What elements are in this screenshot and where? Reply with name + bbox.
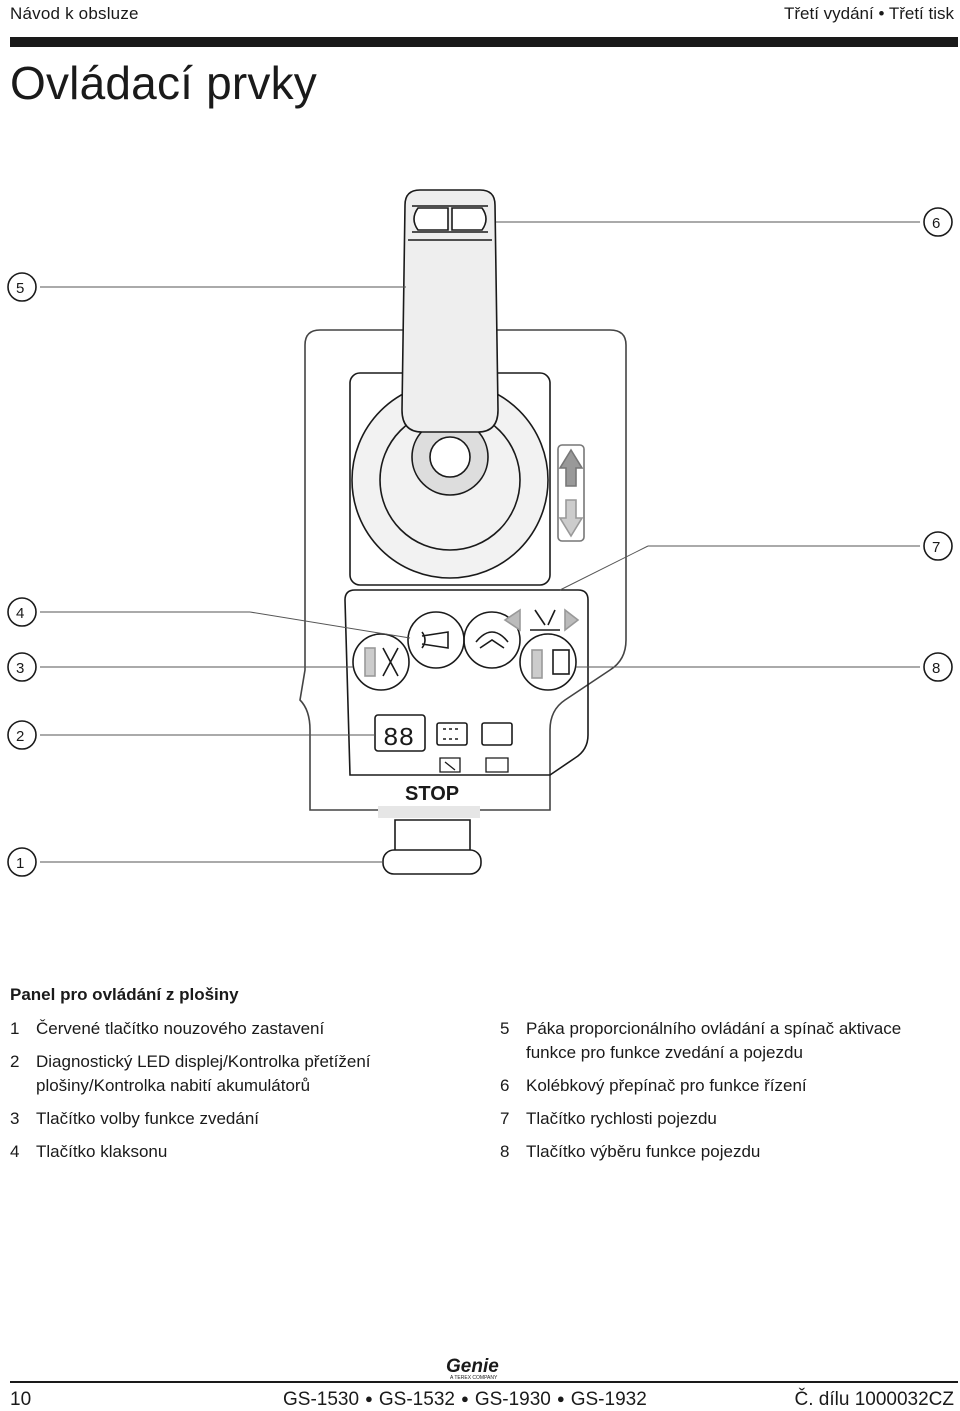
- callout-2: 2: [7, 720, 37, 750]
- callout-8: 8: [923, 652, 953, 682]
- svg-text:8: 8: [932, 660, 940, 677]
- drive-select-button: [519, 633, 577, 691]
- svg-text:7: 7: [932, 539, 940, 556]
- overload-indicator: [436, 722, 468, 746]
- header-left: Návod k obsluze: [10, 4, 139, 23]
- led-display: [374, 714, 426, 752]
- footer-rule: [10, 1381, 958, 1383]
- svg-text:3: 3: [16, 660, 24, 677]
- callout-5: 5: [7, 272, 37, 302]
- header-rule: [10, 37, 958, 47]
- panel-outline: [299, 329, 627, 811]
- figure-caption: Panel pro ovládání z plošiny: [10, 985, 239, 1004]
- page-title: Ovládací prvky: [10, 57, 318, 109]
- svg-text:2: 2: [16, 728, 24, 745]
- horn-button: [407, 611, 465, 669]
- svg-text:A TEREX COMPANY: A TEREX COMPANY: [450, 1375, 498, 1380]
- control-panel-figure: 88 STOP 5 6 7 4 3 8 2 1: [0, 170, 960, 900]
- svg-text:5: 5: [16, 280, 24, 297]
- svg-text:Genie: Genie: [446, 1356, 499, 1377]
- rocker-switch: [413, 207, 449, 231]
- lower-panel: [344, 589, 589, 776]
- genie-logo: Genie A TEREX COMPANY: [444, 1356, 518, 1385]
- svg-text:1: 1: [16, 855, 24, 872]
- steer-button: [463, 611, 521, 669]
- callout-4: 4: [7, 597, 37, 627]
- battery-indicator: [481, 722, 513, 746]
- model-list: GS-1530●GS-1532●GS-1930●GS-1932: [283, 1389, 647, 1410]
- callout-7: 7: [923, 531, 953, 561]
- header-right: Třetí vydání • Třetí tisk: [783, 4, 954, 23]
- callout-6: 6: [923, 207, 953, 237]
- callout-1: 1: [7, 847, 37, 877]
- callout-3: 3: [7, 652, 37, 682]
- joystick-base-hole: [429, 436, 471, 478]
- svg-text:4: 4: [16, 605, 24, 622]
- joystick-handle: [401, 189, 499, 433]
- lift-select-button: [352, 633, 410, 691]
- svg-text:6: 6: [932, 215, 940, 232]
- stop-label: STOP: [405, 783, 459, 805]
- page-number: 10: [10, 1389, 32, 1410]
- led-digits: 88: [383, 723, 414, 753]
- part-number: Č. dílu 1000032CZ: [794, 1389, 955, 1410]
